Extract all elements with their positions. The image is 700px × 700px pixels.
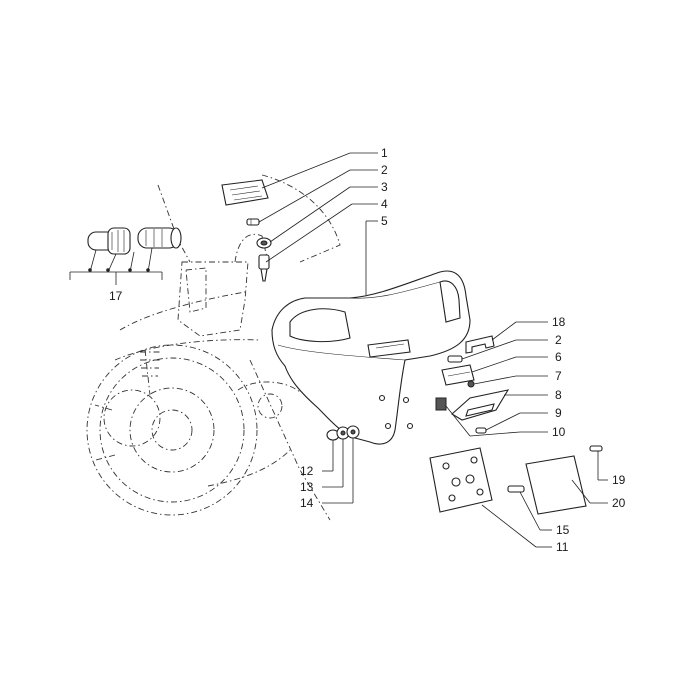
part-15-bolt: [507, 485, 525, 493]
callout-8: 8: [555, 388, 562, 402]
part-10-connector: [435, 397, 447, 411]
part-2-screw-lower: [447, 355, 463, 363]
part-1-decal: [221, 179, 269, 206]
callout-4: 4: [381, 197, 388, 211]
callout-17: 17: [109, 289, 123, 303]
part-18-clip: [465, 335, 495, 354]
callout-2: 2: [555, 333, 562, 347]
callout-6: 6: [555, 350, 562, 364]
part-2-screw-upper: [246, 218, 260, 226]
callout-5: 5: [381, 214, 388, 228]
part-19-screw: [589, 445, 603, 452]
callout-13: 13: [300, 480, 314, 494]
callout-14: 14: [300, 496, 314, 510]
part-4-bulb-holder: [258, 254, 270, 282]
callout-7: 7: [555, 369, 562, 383]
callout-labels: 1 2 3 4 5 17 18 2 6 7 8 9 10 12 13 14 19…: [109, 146, 626, 554]
part-7-screw: [467, 380, 475, 388]
callout-3: 3: [381, 180, 388, 194]
callout-9: 9: [555, 406, 562, 420]
callout-18: 18: [552, 315, 566, 329]
parts-12-13-14-fasteners: [326, 425, 360, 441]
callout-11: 11: [556, 540, 569, 554]
part-9-screw: [475, 427, 487, 434]
callout-1: 1: [381, 146, 388, 160]
leader-lines: [69, 152, 608, 548]
part-3-grommet: [256, 237, 272, 249]
part-11-plate-bracket: [429, 447, 493, 513]
part-17-grips: [87, 227, 182, 255]
callout-20: 20: [612, 496, 626, 510]
callout-10: 10: [552, 425, 566, 439]
callout-12: 12: [300, 464, 314, 478]
callout-19: 19: [612, 473, 626, 487]
part-8-lens: [451, 389, 510, 421]
part-5-rear-body: [271, 270, 471, 445]
part-20-plate: [525, 455, 587, 515]
callout-15: 15: [556, 523, 570, 537]
callout-2: 2: [381, 163, 388, 177]
part-6-lamp: [441, 364, 475, 386]
